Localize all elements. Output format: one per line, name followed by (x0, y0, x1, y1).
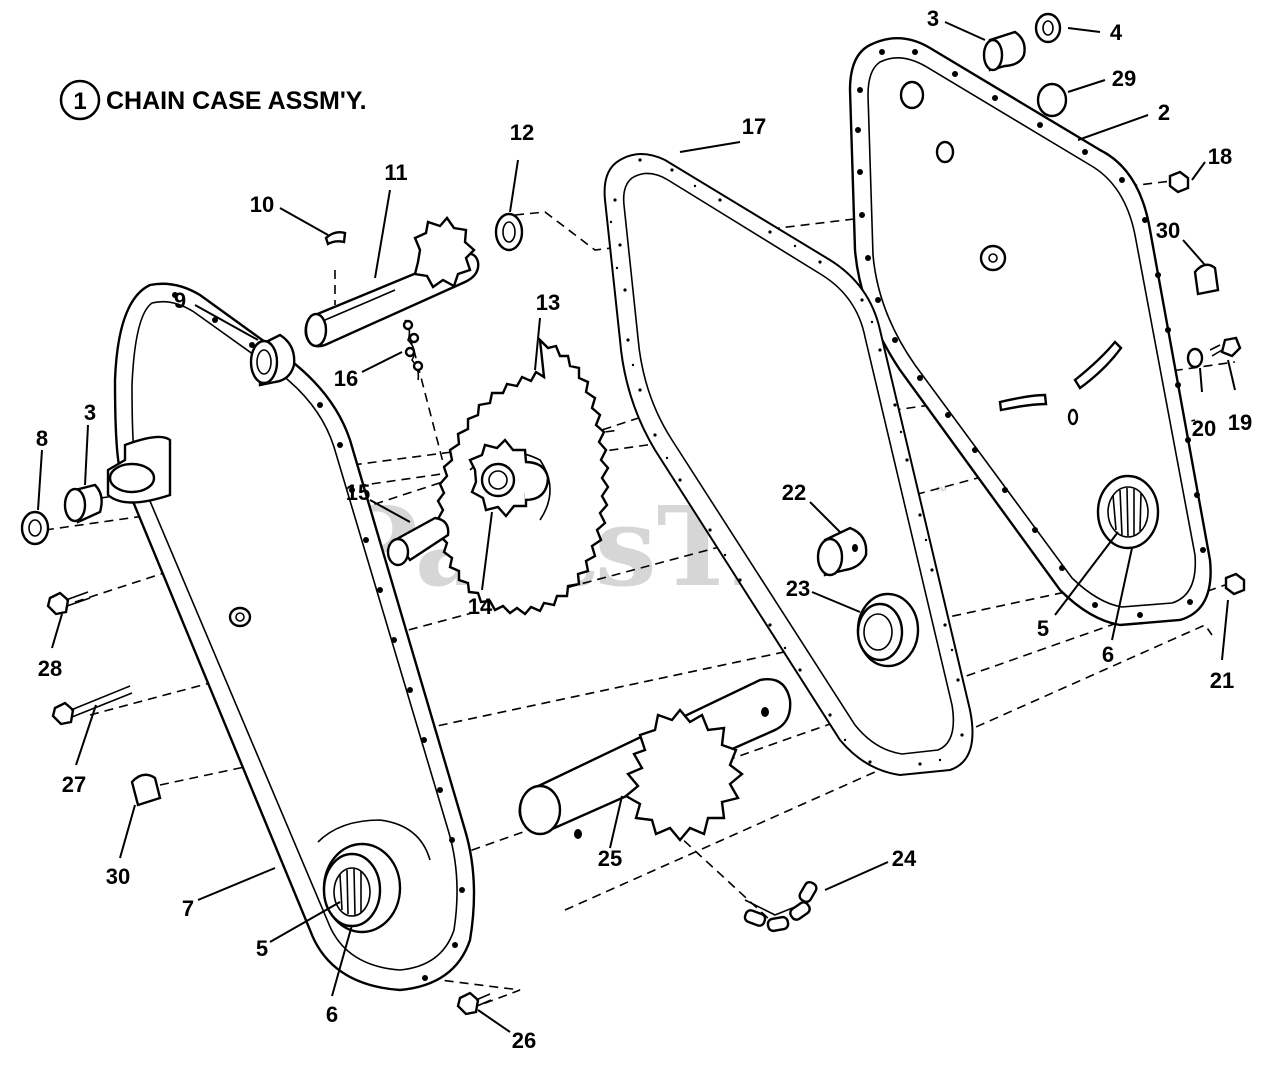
part-27-bolt (51, 685, 133, 726)
callout-30-left: 30 (106, 864, 130, 889)
callout-23: 23 (786, 576, 810, 601)
watermark-trademark: ™ (935, 484, 947, 498)
part-3-bushing-left (63, 483, 103, 524)
part-2-back-case-cover (848, 36, 1212, 627)
callout-7: 7 (182, 896, 194, 921)
callout-6-left: 6 (326, 1002, 338, 1027)
callout-21: 21 (1210, 668, 1234, 693)
part-29-plug (1036, 82, 1068, 118)
leader-lines (37, 21, 1236, 1033)
callout-13: 13 (536, 290, 560, 315)
callout-25: 25 (598, 846, 622, 871)
callout-4: 4 (1110, 20, 1123, 45)
title-number: 1 (73, 88, 86, 115)
part-14-small-sprocket (468, 438, 550, 518)
part-7-front-case-cover (106, 282, 476, 992)
callout-27: 27 (62, 772, 86, 797)
callout-11: 11 (384, 160, 407, 185)
part-28-bolt (46, 591, 91, 616)
callout-18: 18 (1208, 144, 1232, 169)
title-number-circle (59, 79, 101, 121)
callout-30-right: 30 (1156, 218, 1180, 243)
callout-15: 15 (346, 480, 370, 505)
callout-22: 22 (782, 480, 806, 505)
part-4-washer (1034, 12, 1062, 44)
callout-3-left: 3 (84, 400, 96, 425)
callout-24: 24 (892, 846, 917, 871)
part-3-bushing-right (982, 30, 1026, 72)
callout-6-right: 6 (1102, 642, 1114, 667)
callout-17: 17 (742, 114, 766, 139)
callout-19: 19 (1228, 410, 1252, 435)
part-16-chain (402, 319, 424, 381)
callout-12: 12 (510, 120, 534, 145)
callout-8: 8 (36, 426, 48, 451)
callout-5-left: 5 (256, 936, 268, 961)
part-8-washer (20, 510, 50, 546)
part-20-washer (1186, 347, 1204, 369)
part-25-lower-shaft-sprocket (518, 678, 792, 842)
part-18-nut (1168, 170, 1190, 194)
callout-20: 20 (1192, 416, 1216, 441)
part-24-chain (743, 880, 818, 933)
part-30-clip-left (130, 773, 162, 807)
callout-26: 26 (512, 1028, 536, 1053)
callout-5-right: 5 (1037, 616, 1049, 641)
part-30-clip-right (1193, 263, 1220, 296)
callout-10: 10 (250, 192, 274, 217)
part-26-bolt (456, 991, 492, 1016)
part-22-bushing (816, 526, 868, 577)
callout-labels: 3 4 29 2 18 30 20 19 21 5 6 17 12 11 10 … (36, 6, 1252, 1053)
callout-28: 28 (38, 656, 62, 681)
part-12-washer (494, 212, 524, 252)
part-19-screw (1209, 336, 1242, 358)
callout-14: 14 (468, 594, 493, 619)
part-21-nut (1224, 572, 1246, 596)
part-9-bearing (249, 333, 296, 387)
part-15-spacer (386, 516, 450, 567)
title-text: CHAIN CASE ASSM'Y. (106, 87, 367, 115)
callout-9: 9 (174, 288, 186, 313)
callout-3: 3 (927, 6, 939, 31)
part-23-seal (856, 592, 920, 668)
callout-16: 16 (334, 366, 358, 391)
part-10-key (324, 230, 347, 246)
diagram-title: 1 CHAIN CASE ASSM'Y. (59, 79, 367, 121)
callout-29: 29 (1112, 66, 1136, 91)
part-11-shaft-sprocket (304, 216, 480, 348)
callout-2: 2 (1158, 100, 1170, 125)
